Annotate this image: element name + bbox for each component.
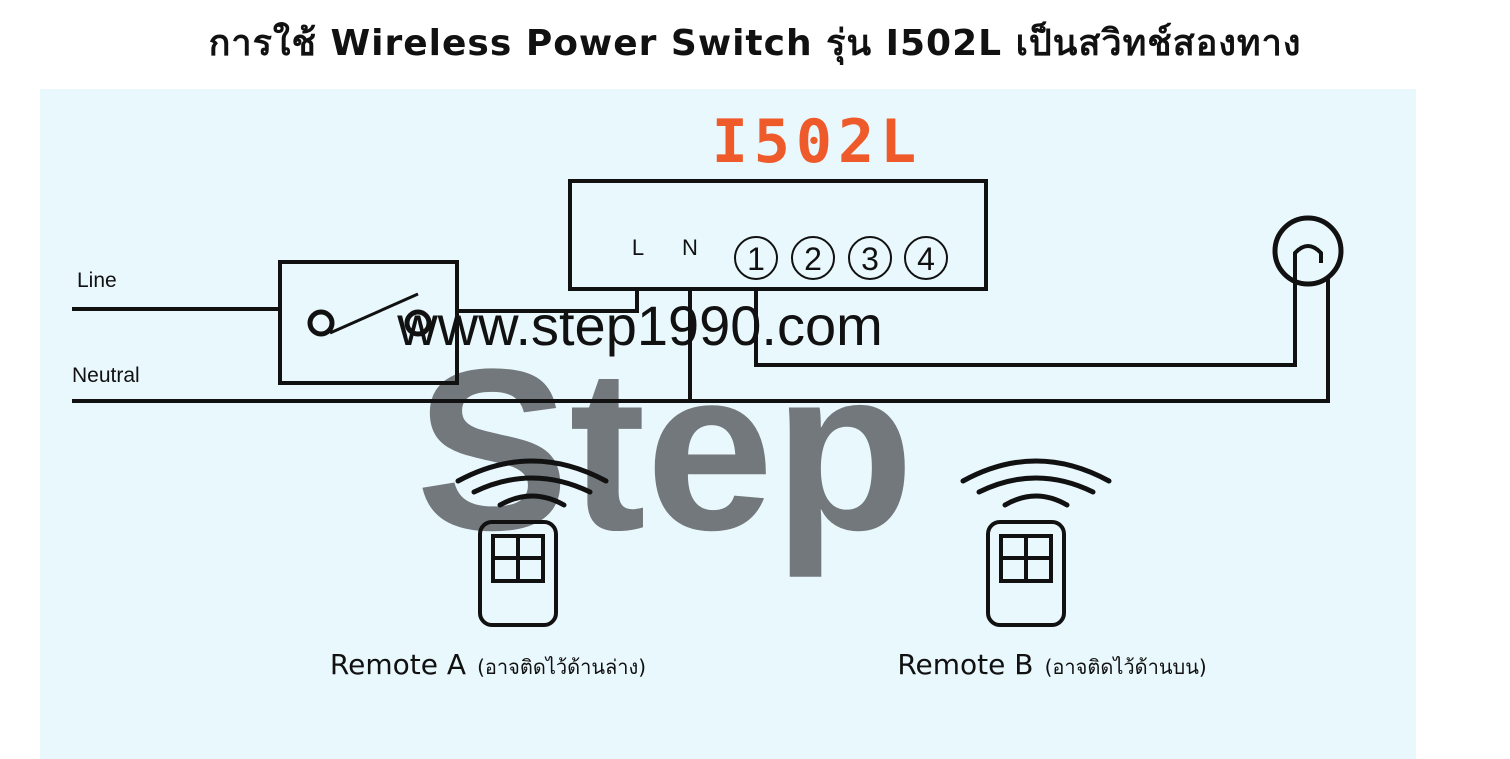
- module-box: [568, 179, 988, 291]
- panel-background: [40, 89, 1416, 759]
- channel-terminal-3-ring: [848, 236, 892, 280]
- diagram-panel: www.step1990.com Step I502L L N: [40, 89, 1416, 759]
- neutral-label: Neutral: [72, 364, 140, 387]
- page-title: การใช้ Wireless Power Switch รุ่น I502L …: [208, 23, 1302, 64]
- terminal-n-label: N: [682, 235, 698, 260]
- channel-terminal-3-label: 3: [861, 241, 879, 277]
- model-label: I502L: [712, 107, 923, 177]
- i502l-module: L N 1 2 3 4: [568, 179, 988, 291]
- channel-1-to-lamp-wire: [754, 255, 1297, 367]
- wall-switch-box: [278, 260, 459, 385]
- remote-a: Remote A (อาจติดไว้ด้านล่าง): [330, 458, 646, 681]
- wireless-signal-icon: [960, 458, 1112, 508]
- channel-terminal-1: 1: [734, 236, 778, 280]
- lamp-bulb: [1272, 215, 1344, 287]
- switch-contact-left: [307, 309, 335, 337]
- channel-terminal-4-ring: [904, 236, 948, 280]
- remote-a-note: (อาจติดไว้ด้านล่าง): [477, 655, 646, 679]
- switch-lever: [329, 292, 419, 335]
- remote-a-caption: Remote A (อาจติดไว้ด้านล่าง): [330, 648, 646, 681]
- line-label: Line: [77, 269, 117, 292]
- neutral-wire: [72, 279, 1330, 403]
- channel-terminal-2-ring: [791, 236, 835, 280]
- channel-terminal-4: 4: [904, 236, 948, 280]
- line-wire-to-l-terminal: [457, 291, 639, 313]
- lamp-filament: [1293, 244, 1323, 263]
- terminal-l-label: L: [632, 235, 644, 260]
- lamp-icon: [1272, 215, 1344, 287]
- channel-terminal-3: 3: [848, 236, 892, 280]
- remote-b: Remote B (อาจติดไว้ด้านบน): [897, 458, 1207, 681]
- channel-terminal-2: 2: [791, 236, 835, 280]
- remote-b-note: (อาจติดไว้ด้านบน): [1045, 655, 1207, 679]
- remote-a-name: Remote A: [330, 648, 466, 681]
- remote-b-name: Remote B: [897, 648, 1033, 681]
- channel-terminal-2-label: 2: [804, 241, 822, 277]
- channel-terminal-4-label: 4: [917, 241, 935, 277]
- switch-contact-right: [404, 309, 432, 337]
- watermark-url: www.step1990.com: [396, 294, 883, 357]
- channel-terminal-1-label: 1: [747, 241, 765, 277]
- remote-control-icon: [986, 520, 1066, 627]
- wiring-diagram: www.step1990.com Step I502L L N: [40, 89, 1416, 759]
- remote-control-icon: [478, 520, 558, 627]
- channel-terminal-1-ring: [734, 236, 778, 280]
- wall-switch: [278, 260, 459, 385]
- watermark-brand: Step: [416, 321, 914, 578]
- remote-b-caption: Remote B (อาจติดไว้ด้านบน): [897, 648, 1206, 681]
- wireless-signal-icon: [455, 458, 609, 508]
